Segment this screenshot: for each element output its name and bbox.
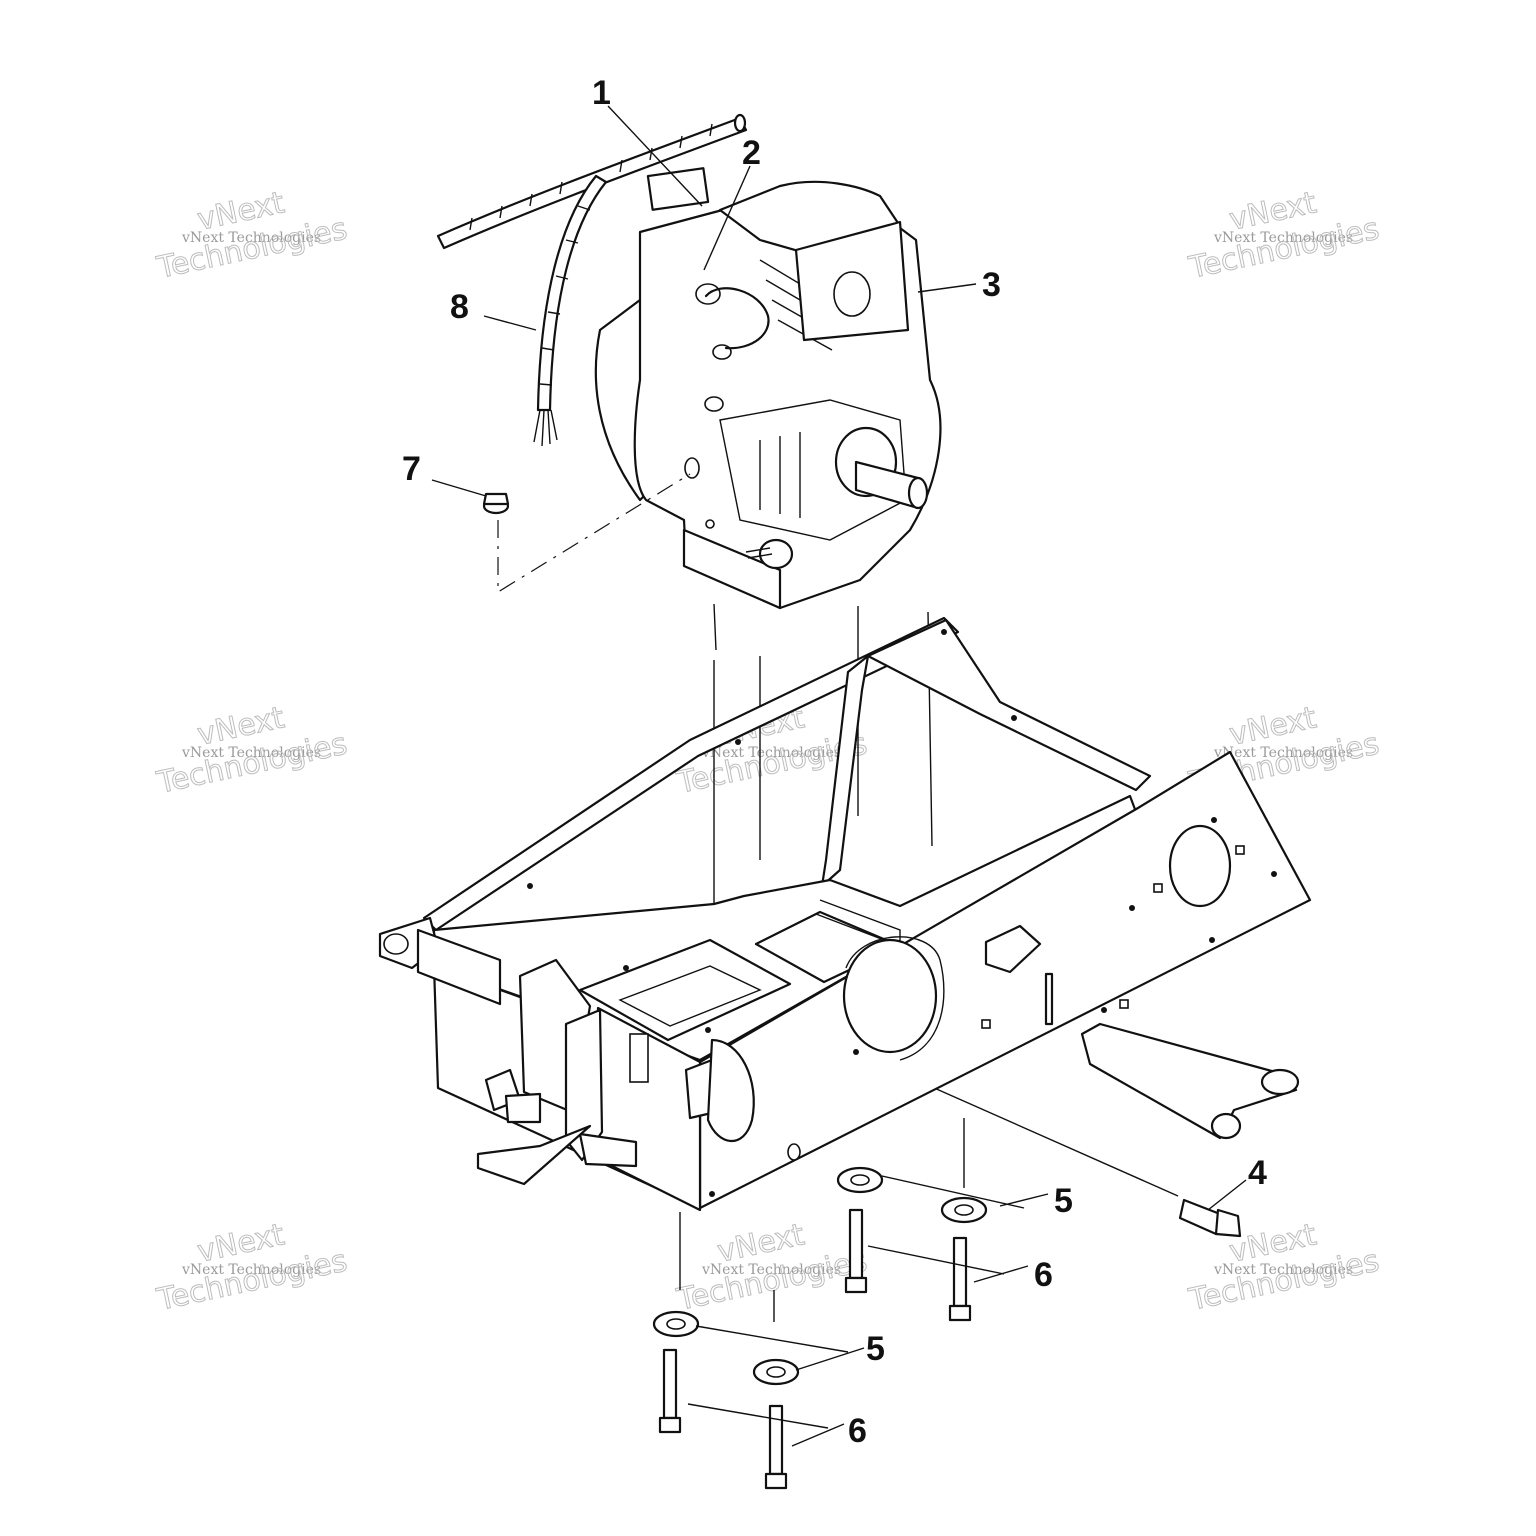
- watermark: vNext vNext Technologies Technologies: [153, 185, 351, 287]
- watermark-brand-line: vNext Technologies: [1213, 230, 1353, 246]
- washer-icon: [652, 1166, 988, 1386]
- decal-label-icon: [646, 167, 710, 211]
- watermark: vNext vNext Technologies Technologies: [673, 1217, 871, 1319]
- watermark-brand-line: vNext Technologies: [1213, 745, 1353, 761]
- watermark: vNext vNext Technologies Technologies: [153, 700, 351, 802]
- callout-8: 8: [450, 288, 469, 326]
- callout-3: 3: [982, 266, 1001, 304]
- callout-labels: 1 2 3 4 5 5 6 6 7 8: [402, 74, 1267, 1450]
- callout-1: 1: [592, 74, 611, 112]
- watermark-brand-line: vNext Technologies: [181, 1262, 321, 1278]
- wire-loop-icon: [704, 287, 770, 350]
- watermark-brand-line: vNext Technologies: [701, 745, 841, 761]
- watermark: vNext vNext Technologies Technologies: [153, 1217, 351, 1319]
- hex-bolt-icon: [1178, 1198, 1242, 1238]
- watermark-brand-line: vNext Technologies: [701, 1262, 841, 1278]
- engine-icon: [594, 180, 942, 610]
- watermark-brand-line: vNext Technologies: [181, 230, 321, 246]
- callout-5-lower: 5: [866, 1330, 885, 1368]
- callout-2: 2: [742, 134, 761, 172]
- callout-5-upper: 5: [1054, 1182, 1073, 1220]
- callout-4: 4: [1248, 1154, 1267, 1192]
- callout-6-lower: 6: [848, 1412, 867, 1450]
- watermark-brand-line: vNext Technologies: [1213, 1262, 1353, 1278]
- callout-6-upper: 6: [1034, 1256, 1053, 1294]
- watermark-brand-line: vNext Technologies: [181, 745, 321, 761]
- flange-nut-icon: [482, 492, 510, 515]
- leader-lines: [431, 105, 1247, 1447]
- callout-7: 7: [402, 450, 421, 488]
- bolt-icon: [658, 1208, 972, 1490]
- wire-harness-icon: [436, 113, 748, 447]
- chassis-frame: [378, 616, 1312, 1212]
- watermark: vNext vNext Technologies Technologies: [1185, 185, 1383, 287]
